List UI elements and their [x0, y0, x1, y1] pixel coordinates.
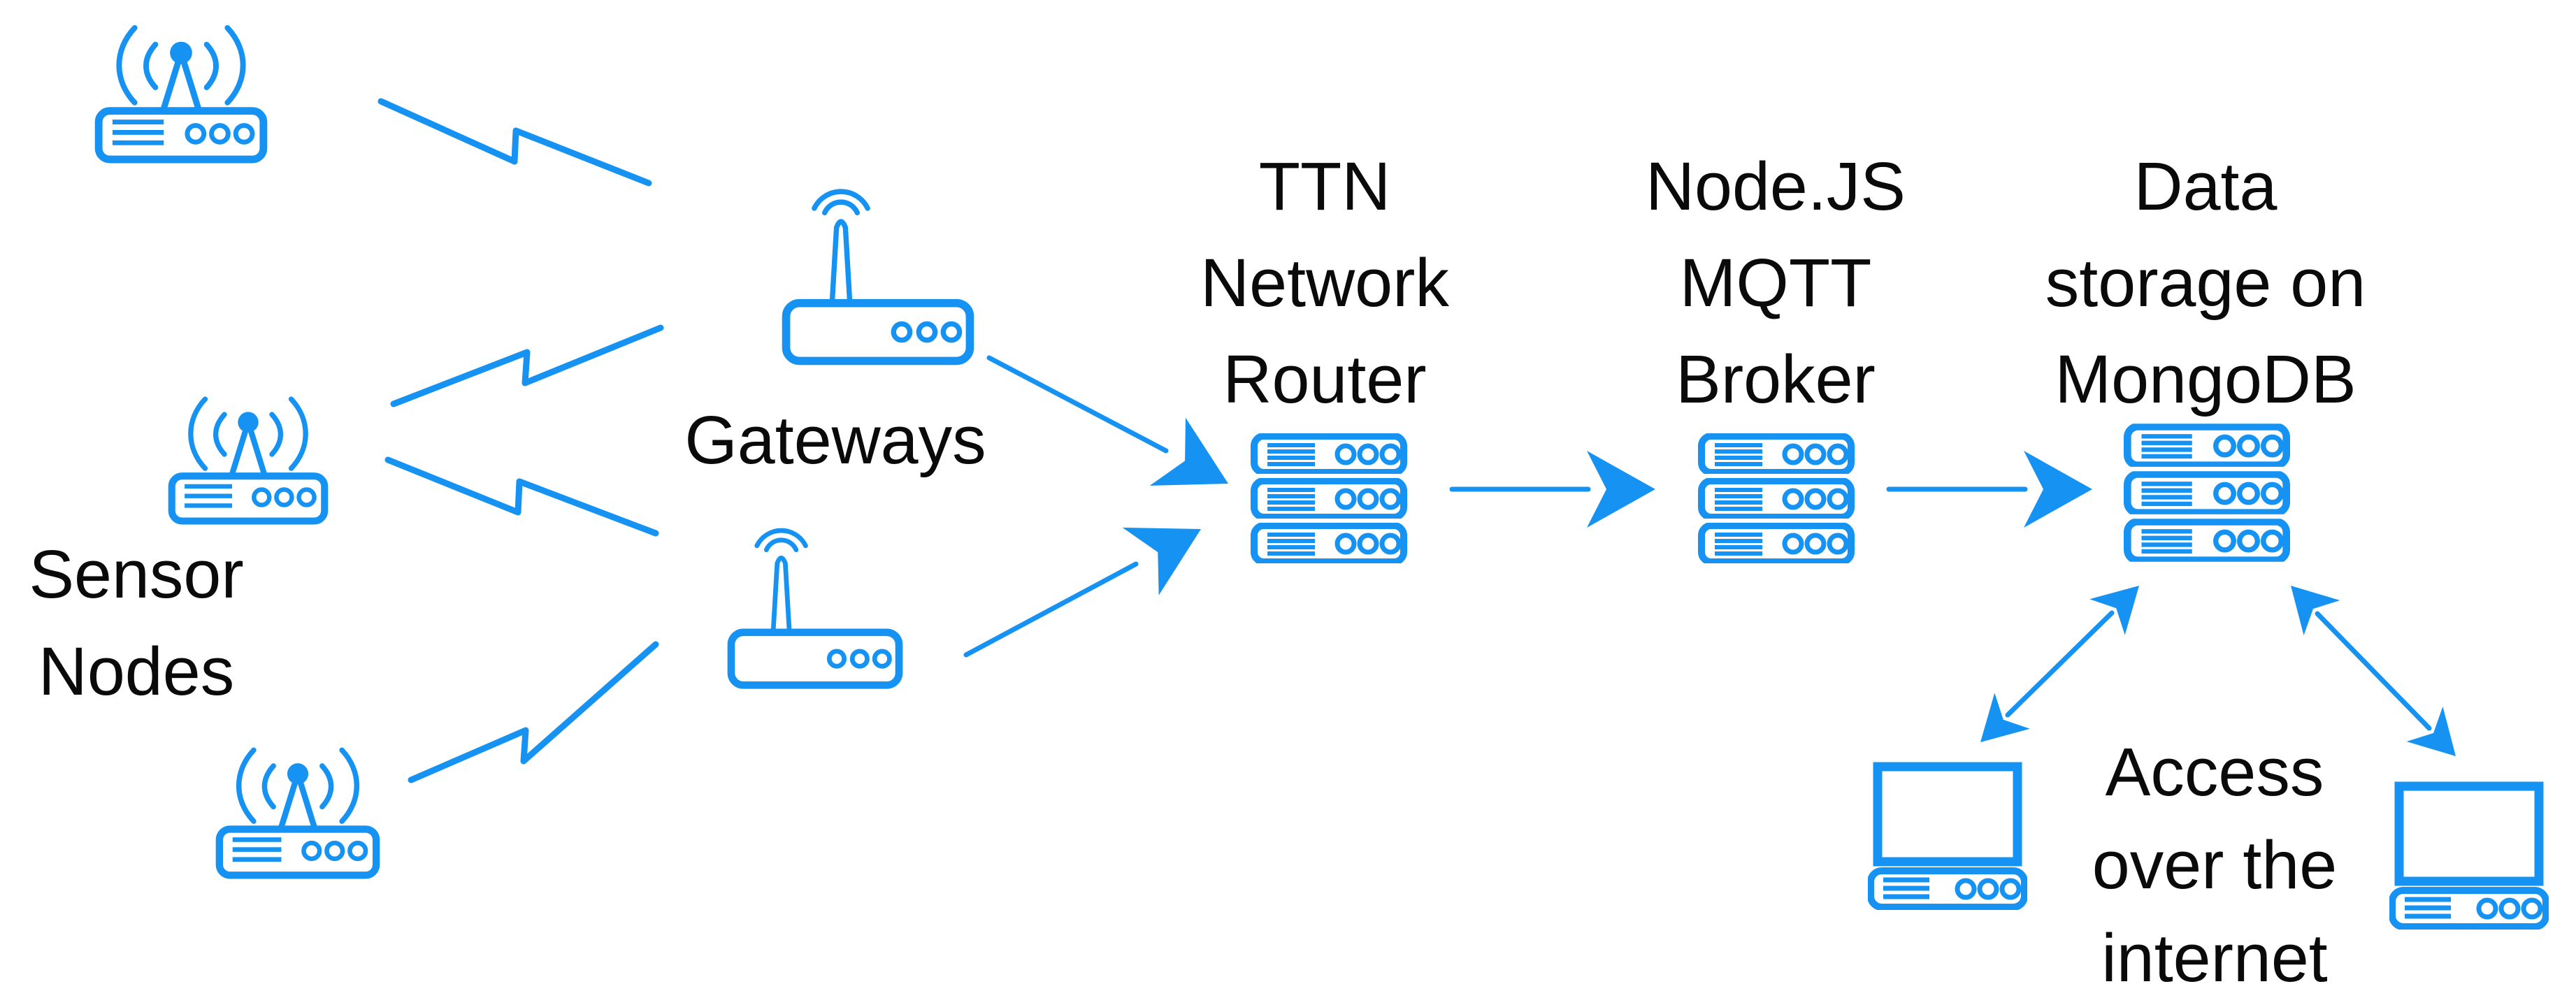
sensor-node-icon-2 — [168, 391, 329, 525]
sensor-node-icon-3 — [215, 742, 380, 879]
lightning-link-sensor2-gateway1 — [390, 324, 664, 407]
double-arrow-mongodb-computer1 — [1980, 586, 2139, 742]
mqtt-broker-server-icon — [1698, 433, 1855, 563]
sensor-node-icon-1 — [94, 20, 268, 164]
nodejs-mqtt-broker-label: Node.JS MQTT Broker — [1645, 148, 1906, 417]
mongodb-server-icon — [2124, 424, 2290, 562]
sensor-nodes-label: Sensor Nodes — [29, 536, 244, 709]
arrow-ttn-router-mqtt-broker — [1449, 451, 1655, 528]
internet-access-label: Access over the internet — [2092, 734, 2338, 996]
lightning-link-sensor3-gateway2 — [408, 641, 659, 783]
ttn-network-router-label: TTN Network Router — [1200, 148, 1449, 417]
arrow-gateway2-ttn-router — [963, 527, 1201, 658]
gateway-icon-1 — [782, 183, 974, 368]
arrow-gateway1-ttn-router — [986, 355, 1228, 486]
computer-icon-1 — [1868, 762, 2027, 910]
lightning-link-sensor1-gateway1 — [377, 98, 652, 187]
arrow-mqtt-broker-mongodb — [1886, 451, 2092, 528]
ttn-router-server-icon — [1251, 433, 1407, 563]
mongodb-storage-label: Data storage on MongoDB — [2045, 148, 2366, 417]
gateways-label: Gateways — [684, 402, 986, 478]
computer-icon-2 — [2389, 781, 2549, 930]
double-arrow-mongodb-computer2 — [2291, 586, 2456, 756]
gateway-icon-2 — [727, 523, 903, 692]
lightning-link-sensor2-gateway2 — [384, 456, 659, 537]
